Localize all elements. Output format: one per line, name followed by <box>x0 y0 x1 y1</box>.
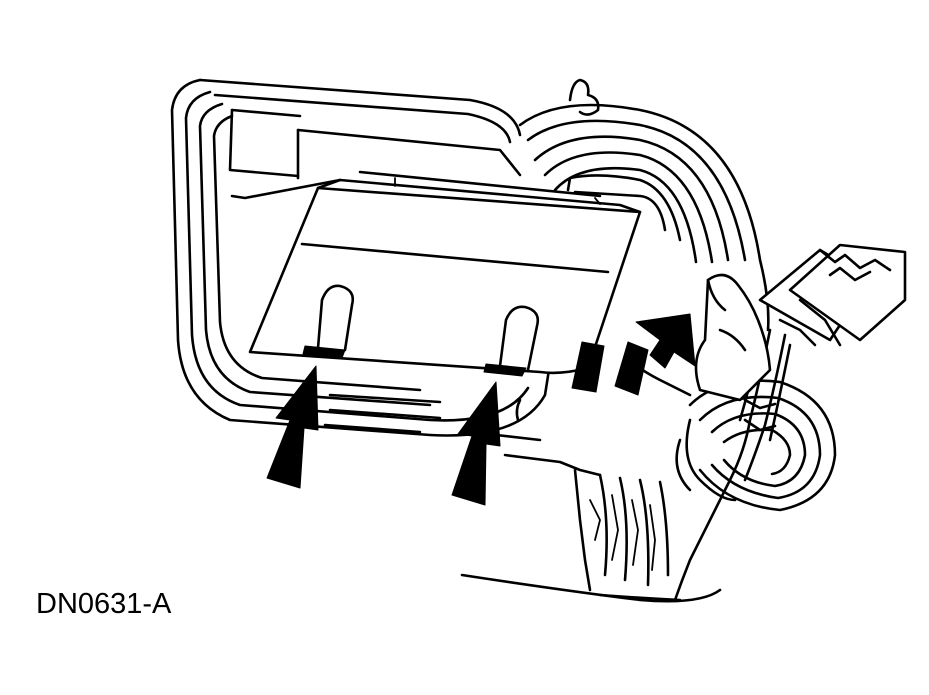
module-box <box>230 170 642 377</box>
housing-frame <box>170 78 562 437</box>
side-bezel <box>518 78 770 332</box>
hand <box>628 273 772 402</box>
electrical-connector <box>673 243 907 602</box>
arrow-right-clip <box>451 381 501 506</box>
lower-housing <box>323 393 602 477</box>
wiring-harness <box>460 468 722 603</box>
removal-direction-arrow <box>571 313 696 396</box>
arrow-left-clip <box>266 365 319 489</box>
figure-code-label: DN0631-A <box>36 588 172 620</box>
